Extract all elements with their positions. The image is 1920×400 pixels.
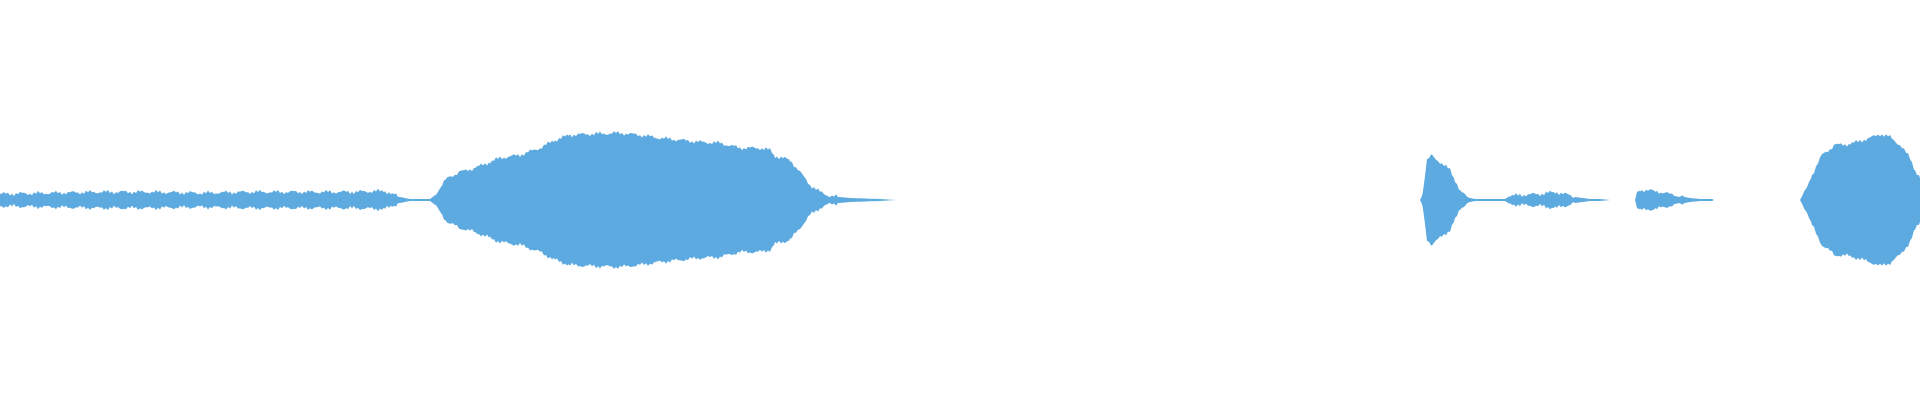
waveform-envelope [0,131,1920,269]
